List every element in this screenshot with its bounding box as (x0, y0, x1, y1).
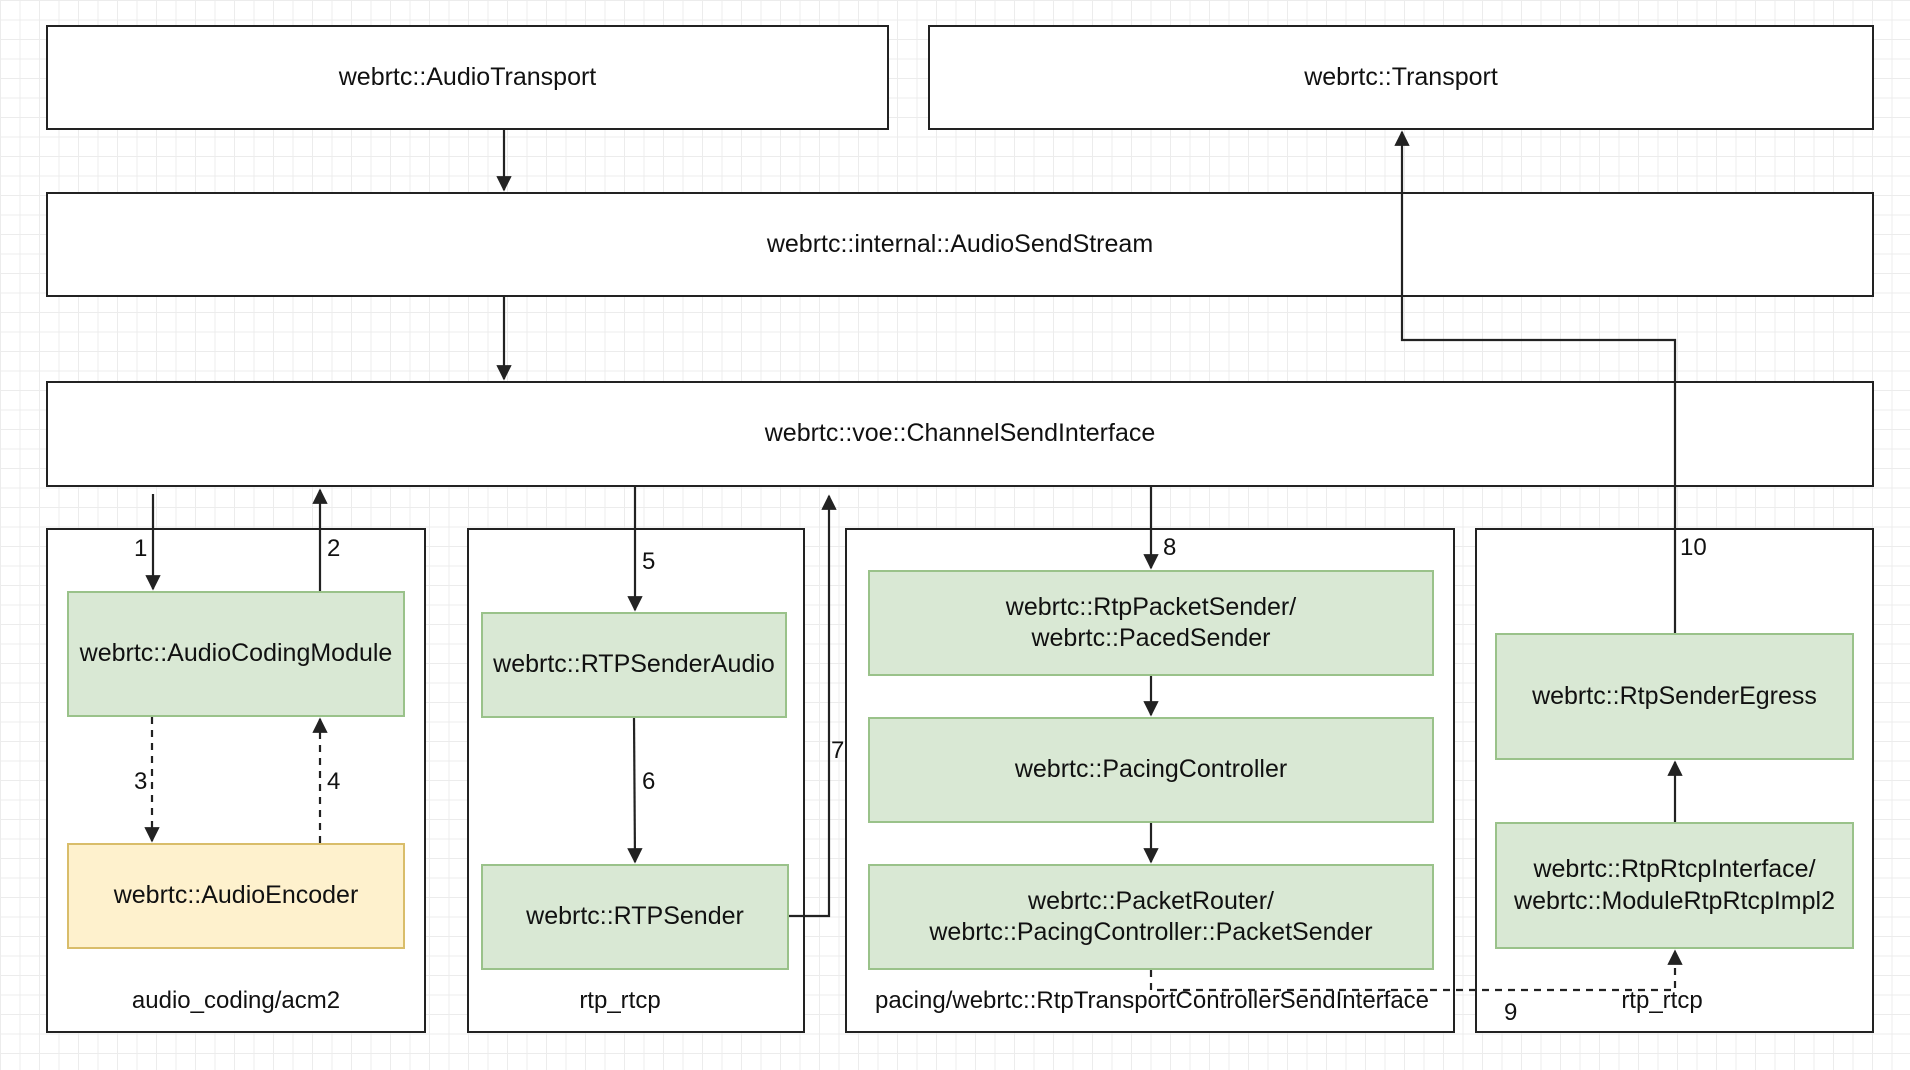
pacing-group-label: pacing/webrtc::RtpTransportControllerSen… (874, 987, 1430, 1014)
audio-send-stream-box: webrtc::internal::AudioSendStream (46, 192, 1874, 297)
rtp-sender-node: webrtc::RTPSender (481, 864, 789, 970)
edge-label-8: 8 (1163, 534, 1177, 561)
transport-label: webrtc::Transport (1304, 62, 1498, 91)
edge-10 (1394, 130, 1677, 633)
rtp-sender-audio-label: webrtc::RTPSenderAudio (493, 650, 775, 679)
edge-label-5: 5 (642, 548, 656, 575)
audio-coding-module-label: webrtc::AudioCodingModule (79, 639, 393, 668)
audio-transport-box: webrtc::AudioTransport (46, 25, 889, 130)
edge-7 (789, 494, 837, 918)
rtp-rtcp-interface-node: webrtc::RtpRtcpInterface/ webrtc::Module… (1495, 822, 1854, 949)
edge-label-6: 6 (642, 768, 656, 795)
audio-coding-module-node: webrtc::AudioCodingModule (67, 591, 405, 717)
rtp-sender-egress-label: webrtc::RtpSenderEgress (1532, 681, 1817, 710)
rtp-rtcp-interface-label-line2: webrtc::ModuleRtpRtcpImpl2 (1514, 886, 1835, 915)
edge-label-10: 10 (1680, 534, 1707, 561)
edge-label-4: 4 (327, 768, 341, 795)
packet-router-node: webrtc::PacketRouter/ webrtc::PacingCont… (868, 864, 1434, 970)
edge-label-3: 3 (134, 768, 148, 795)
transport-box: webrtc::Transport (928, 25, 1874, 130)
rtp-sender-audio-node: webrtc::RTPSenderAudio (481, 612, 787, 718)
rtp-sender-label: webrtc::RTPSender (526, 902, 744, 931)
packet-router-label-line1: webrtc::PacketRouter/ (1028, 886, 1274, 915)
pacing-controller-label: webrtc::PacingController (1014, 755, 1288, 784)
audio-send-stream-label: webrtc::internal::AudioSendStream (766, 229, 1154, 258)
audio-encoder-label: webrtc::AudioEncoder (113, 881, 359, 910)
audio-encoder-node: webrtc::AudioEncoder (67, 843, 405, 949)
rtp-rtcp-interface-label-line1: webrtc::RtpRtcpInterface/ (1533, 855, 1816, 884)
rtp-rtcp-group-2-label: rtp_rtcp (1621, 987, 1703, 1014)
edge-9 (1149, 949, 1683, 992)
rtp-packet-sender-label-line2: webrtc::PacedSender (1031, 624, 1271, 652)
edge-6 (627, 717, 643, 864)
edge-label-7: 7 (831, 737, 845, 764)
pacing-controller-node: webrtc::PacingController (868, 717, 1434, 823)
audio-transport-label: webrtc::AudioTransport (338, 62, 597, 91)
packet-router-label-line2: webrtc::PacingController::PacketSender (929, 918, 1373, 946)
channel-send-interface-box: webrtc::voe::ChannelSendInterface (46, 381, 1874, 487)
channel-send-interface-label: webrtc::voe::ChannelSendInterface (764, 419, 1156, 448)
rtp-packet-sender-node: webrtc::RtpPacketSender/ webrtc::PacedSe… (868, 570, 1434, 676)
acm2-group-label: audio_coding/acm2 (131, 987, 341, 1014)
rtp-packet-sender-label-line1: webrtc::RtpPacketSender/ (1005, 592, 1297, 621)
rtp-rtcp-group-1-label: rtp_rtcp (579, 987, 661, 1014)
edge-label-2: 2 (327, 535, 341, 562)
edge-label-1: 1 (134, 535, 148, 562)
rtp-sender-egress-node: webrtc::RtpSenderEgress (1495, 633, 1854, 760)
edge-label-9: 9 (1504, 999, 1518, 1026)
